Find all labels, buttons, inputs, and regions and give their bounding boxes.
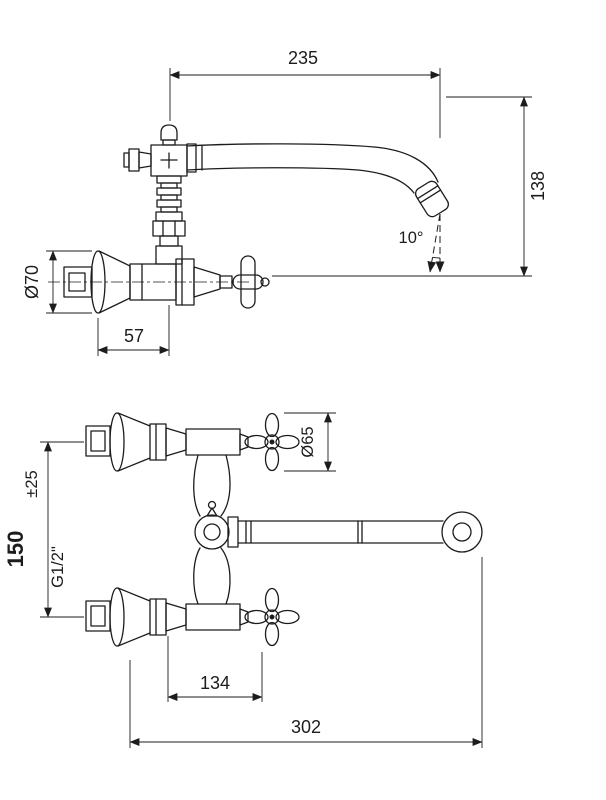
spout <box>186 143 439 194</box>
angle-dimension-label: 10° <box>399 229 424 247</box>
dimension-handle-diameter: Ø65 <box>284 412 336 472</box>
body-column <box>193 454 231 605</box>
tolerance-dimension-label: ±25 <box>23 470 41 497</box>
dimension-wall-offset: 57 <box>97 305 170 356</box>
handle-diameter-dimension-label: Ø65 <box>299 426 317 457</box>
dimension-flange-diameter: Ø70 <box>22 250 92 314</box>
front-view-elevation: Ø65 ±25 150 G1/2" 134 302 <box>3 412 483 748</box>
upper-cross-handle <box>239 412 300 472</box>
spout-reach-dimension-label: 235 <box>288 48 318 68</box>
wall-connector-stub <box>63 266 93 298</box>
faucet-column <box>123 124 188 265</box>
wall-flange <box>90 250 131 314</box>
lower-cross-handle <box>239 587 300 647</box>
body-depth-dimension-label: 134 <box>200 673 230 693</box>
flange-diameter-dimension-label: Ø70 <box>22 265 42 299</box>
wall-offset-dimension-label: 57 <box>124 326 144 346</box>
water-stream-angle: 10° <box>399 213 445 273</box>
dimension-total-reach: 302 <box>129 557 483 748</box>
thread-size-label: G1/2" <box>49 546 67 588</box>
top-view-side-elevation: 10° 235 138 Ø70 57 <box>22 48 548 356</box>
spout-front <box>227 511 483 553</box>
dimension-inlet-distance: ±25 150 G1/2" <box>3 441 84 618</box>
cross-handle-side <box>232 255 270 309</box>
upper-inlet <box>85 412 241 472</box>
dimension-spout-reach: 235 <box>169 48 441 138</box>
lower-inlet <box>85 587 241 647</box>
dimension-height: 138 <box>272 96 548 277</box>
height-dimension-label: 138 <box>528 171 548 201</box>
valve-body <box>129 258 233 306</box>
aerator <box>414 180 450 218</box>
inlet-distance-dimension-label: 150 <box>3 531 28 568</box>
total-reach-dimension-label: 302 <box>291 717 321 737</box>
dimension-body-depth: 134 <box>167 636 263 702</box>
